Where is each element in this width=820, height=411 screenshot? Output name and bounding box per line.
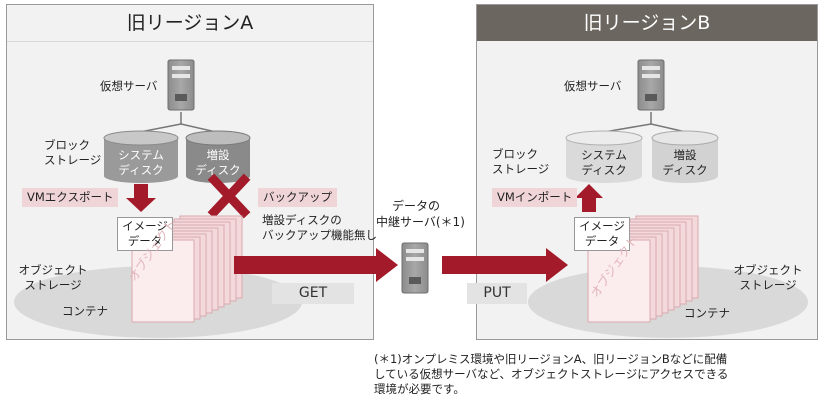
vm-import-label: VMインポート — [492, 188, 578, 207]
object-storage-label-a: オブジェクト ストレージ — [18, 263, 88, 293]
system-disk-line-1: システム — [581, 148, 627, 162]
object-storage-label-b: オブジェクト ストレージ — [728, 263, 808, 293]
arrow-icon — [126, 184, 156, 212]
cross-icon — [207, 173, 251, 219]
relay-line-2: 中継サーバ(＊1) — [376, 215, 465, 229]
system-disk-line-1: システム — [118, 148, 164, 162]
stack-icon — [587, 215, 699, 323]
image-data-label-a: イメージ データ — [117, 217, 173, 251]
block-storage-line-2: ストレージ — [492, 162, 550, 176]
server-icon — [401, 242, 429, 294]
server-disk-connector-a — [139, 112, 217, 133]
arrow-icon — [442, 248, 568, 282]
get-label: GET — [272, 283, 354, 304]
footnote-line-1: (＊1)オンプレミス環境や旧リージョンA、旧リージョンBなどに配備 — [374, 352, 728, 366]
backup-note-line-1: 増設ディスクの — [262, 213, 342, 227]
block-storage-label-b: ブロック ストレージ — [492, 147, 549, 177]
arrow-icon — [234, 248, 398, 282]
extra-disk-line-2: ディスク — [195, 163, 241, 177]
footnote: (＊1)オンプレミス環境や旧リージョンA、旧リージョンBなどに配備 している仮想… — [374, 352, 728, 397]
disk-icon — [651, 130, 719, 183]
object-sheet — [587, 239, 651, 323]
server-disk-connector-b — [603, 112, 687, 133]
object-storage-line-1: オブジェクト — [18, 263, 88, 277]
region-a-title: 旧リージョンA — [7, 5, 373, 42]
disk-icon — [185, 130, 251, 183]
server-icon — [637, 59, 665, 111]
block-storage-line-1: ブロック — [492, 147, 538, 161]
region-b-title: 旧リージョンB — [477, 5, 817, 41]
extra-disk-line-1: 増設 — [206, 148, 230, 162]
extra-disk-label-a: 増設 ディスク — [192, 148, 244, 178]
system-disk-label-a: システム ディスク — [112, 148, 170, 178]
block-storage-line-2: ストレージ — [44, 153, 102, 167]
extra-disk-line-1: 増設 — [673, 148, 697, 162]
object-storage-line-2: ストレージ — [24, 278, 82, 292]
container-label-a: コンテナ — [62, 304, 108, 318]
object-storage-line-2: ストレージ — [739, 278, 797, 292]
image-data-label-b: イメージ データ — [574, 217, 630, 251]
put-label: PUT — [467, 283, 527, 304]
container-label-b: コンテナ — [684, 306, 730, 320]
system-disk-label-b: システム ディスク — [574, 148, 634, 178]
server-label-a: 仮想サーバ — [100, 79, 158, 93]
extra-disk-label-b: 増設 ディスク — [658, 148, 712, 178]
image-data-line-1: イメージ — [579, 219, 625, 233]
vm-export-label: VMエクスポート — [22, 188, 119, 207]
block-storage-line-1: ブロック — [44, 138, 90, 152]
backup-note-line-2: バックアップ機能無し — [262, 228, 377, 242]
object-storage-line-1: オブジェクト — [733, 263, 803, 277]
object-sheet — [131, 239, 195, 323]
disk-icon — [565, 130, 643, 183]
backup-label: バックアップ — [258, 188, 337, 207]
image-data-line-2: データ — [584, 234, 620, 248]
extra-disk-line-2: ディスク — [662, 163, 708, 177]
image-data-line-1: イメージ — [122, 219, 168, 233]
backup-note: 増設ディスクの バックアップ機能無し — [262, 213, 377, 243]
arrow-icon — [575, 184, 603, 212]
footnote-line-3: 環境が必要です。 — [374, 382, 465, 396]
system-disk-line-2: ディスク — [581, 163, 627, 177]
server-icon — [167, 59, 195, 111]
image-data-line-2: データ — [127, 234, 163, 248]
server-label-b: 仮想サーバ — [564, 79, 622, 93]
footnote-line-2: している仮想サーバなど、オブジェクトストレージにアクセスできる — [374, 367, 729, 381]
relay-server-label: データの 中継サーバ(＊1) — [376, 198, 465, 230]
system-disk-line-2: ディスク — [118, 163, 164, 177]
block-storage-label-a: ブロック ストレージ — [44, 138, 101, 168]
relay-line-1: データの — [391, 199, 440, 213]
disk-icon — [103, 130, 179, 183]
